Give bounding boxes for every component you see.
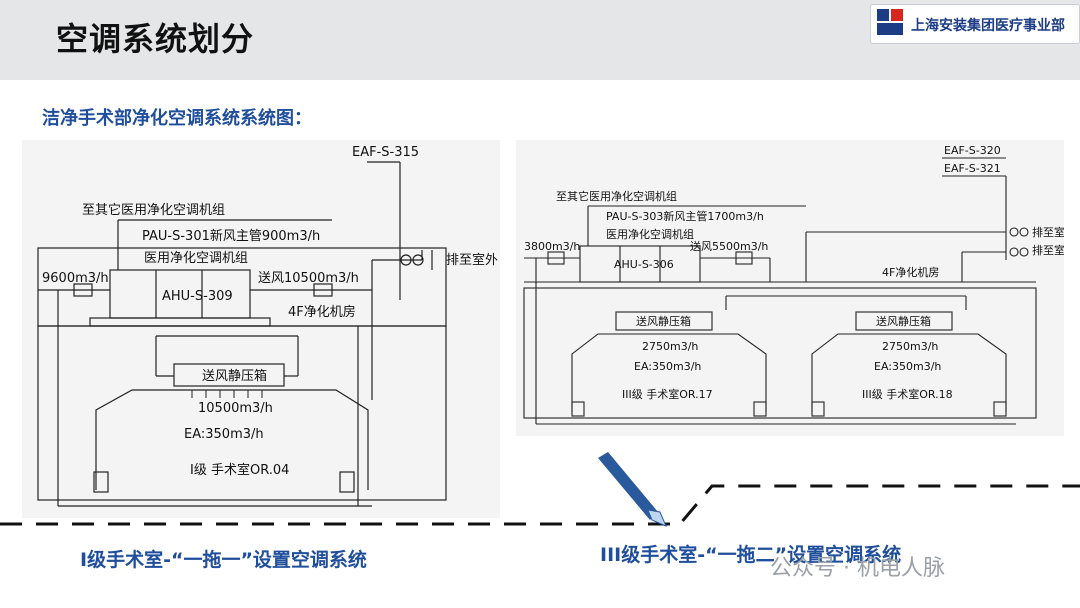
left-eaf-label: EAF-S-315 [352,145,419,160]
right-or-a: III级 手术室OR.17 [622,387,713,401]
right-eaf1-label: EAF-S-320 [944,144,1001,157]
left-hvac-diagram: EAF-S-315 至其它医用净化空调机组 PAU-S-301新风主管900m3… [37,145,498,507]
left-room-label: 4F净化机房 [288,304,356,320]
left-caption: I级手术室-“一拖一”设置空调系统 [80,549,367,571]
watermark: 公众号 · 机电人脉 [770,556,945,581]
left-return-air-label: 9600m3/h [42,271,109,286]
right-plenum-b: 送风静压箱 [876,314,931,328]
right-plenum-a: 送风静压箱 [636,314,691,328]
left-diagram-panel: EAF-S-315 至其它医用净化空调机组 PAU-S-301新风主管900m3… [22,140,500,518]
left-to-other-label: 至其它医用净化空调机组 [82,202,225,218]
left-pau-label: PAU-S-301新风主管900m3/h [142,228,320,244]
right-to-other-label: 至其它医用净化空调机组 [556,189,677,203]
right-pau2-label: 医用净化空调机组 [606,227,694,241]
left-plenum-flow: 10500m3/h [198,401,273,416]
right-diagram-panel: EAF-S-320 EAF-S-321 至其它医用净化空调机组 PAU-S-30… [516,140,1076,436]
right-exhaust-out-1: 排至室外 [1032,225,1064,239]
right-ea-b: EA:350m3/h [874,360,941,373]
section-subtitle: 洁净手术部净化空调系统系统图： [42,108,312,129]
right-ea-a: EA:350m3/h [634,360,701,373]
left-or-label: I级 手术室OR.04 [190,462,289,478]
right-or-b: III级 手术室OR.18 [862,387,953,401]
right-hvac-diagram: EAF-S-320 EAF-S-321 至其它医用净化空调机组 PAU-S-30… [523,144,1076,425]
left-ahu-label: AHU-S-309 [162,289,233,304]
right-return-air-label: 3800m3/h [524,240,580,253]
header-bar: 空调系统划分 上海安装集团医疗事业部 [0,0,1080,80]
right-ahu-label: AHU-S-306 [614,258,674,271]
left-exhaust-out-label: 排至室外 [446,252,498,268]
left-ea-label: EA:350m3/h [184,427,264,442]
right-flow-a: 2750m3/h [642,340,698,353]
right-exhaust-out-2: 排至室外 [1032,243,1064,257]
right-pau-label: PAU-S-303新风主管1700m3/h [606,209,764,223]
right-room-label: 4F净化机房 [882,265,939,279]
right-caption: III级手术室-“一拖二”设置空调系统 [600,544,902,566]
right-supply-label: 送风5500m3/h [690,239,768,253]
left-supply-label: 送风10500m3/h [258,271,359,286]
pen-icon [598,452,667,527]
page-title: 空调系统划分 [56,20,255,58]
logo-mark-icon [877,9,903,37]
left-pau2-label: 医用净化空调机组 [144,251,248,266]
logo-company-name: 上海安装集团医疗事业部 [911,18,1065,34]
company-logo: 上海安装集团医疗事业部 [870,4,1080,44]
right-eaf2-label: EAF-S-321 [944,162,1001,175]
right-flow-b: 2750m3/h [882,340,938,353]
left-plenum-label: 送风静压箱 [202,368,267,384]
